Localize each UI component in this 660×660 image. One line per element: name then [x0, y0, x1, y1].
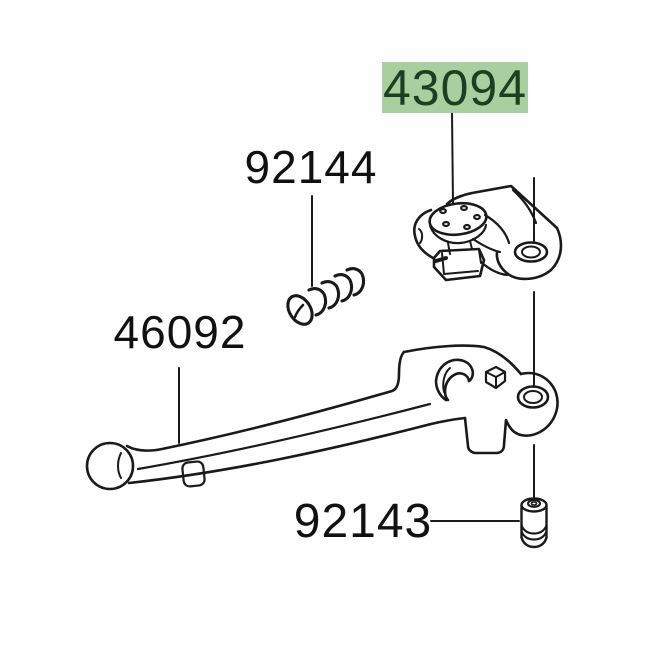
lever-pivot-top-edge	[402, 344, 523, 376]
collar-hole-inner	[530, 501, 538, 506]
lever-pivot-hole-inner	[523, 390, 543, 404]
spring-wire-end	[293, 303, 305, 319]
pivot-connector-line-1	[447, 242, 451, 255]
pivot-body-fold-line	[511, 188, 538, 225]
leader-line-43094	[451, 112, 454, 205]
pivot-notch-side-edge	[478, 249, 482, 264]
pivot-cast-wrinkle	[418, 228, 424, 244]
pivot-cast-outline	[413, 208, 435, 260]
pivot-connector-line-2	[469, 240, 473, 250]
pivot-arm-top	[483, 213, 511, 245]
lever-stop-cube	[484, 365, 507, 390]
collar-groove-lower	[520, 530, 548, 541]
pivot-arm-bottom	[471, 237, 502, 254]
pivot-notch-block	[432, 247, 486, 282]
lever-stop-cube-edges	[485, 371, 506, 389]
pivot-notch-inner-edges	[441, 252, 479, 275]
part-label-43094-highlighted[interactable]: 43094	[382, 59, 528, 116]
lever-blade-bottom-edge	[127, 416, 467, 485]
lever-cam-hook	[434, 358, 475, 402]
pivot-body-top-edge	[445, 184, 559, 230]
lever-blade-top-edge	[125, 350, 406, 452]
lever-blade-slot	[181, 460, 206, 488]
lever-blade-ridge	[136, 402, 432, 471]
collar-hole	[527, 499, 541, 508]
lever-pivot-boss	[514, 371, 559, 437]
lever-pivot-hole-outer	[516, 385, 550, 409]
part-drawing-collar	[520, 497, 548, 549]
part-label-46092[interactable]: 46092	[113, 306, 247, 358]
lever-cam-hook-inner	[442, 367, 451, 393]
spring-coil-1	[307, 287, 328, 317]
bracket-hole-inner	[521, 245, 541, 259]
lever-lower-tab	[463, 416, 518, 455]
leader-lines	[178, 112, 535, 522]
part-drawing-lever	[85, 344, 559, 491]
spring-end-coil	[286, 294, 314, 326]
collar-bottom-face	[520, 536, 548, 549]
part-label-92143[interactable]: 92143	[293, 495, 433, 548]
adjuster-disc-holes	[439, 204, 481, 231]
spring-coil-3	[333, 273, 354, 303]
spring-coil-4	[345, 267, 366, 297]
lever-ball-end	[85, 441, 135, 491]
adjuster-disc-thickness	[428, 223, 488, 245]
part-label-92144[interactable]: 92144	[244, 141, 378, 193]
pivot-bracket-outline	[495, 226, 563, 281]
pivot-notch-mouth	[434, 256, 448, 263]
lever-ball-crease	[117, 452, 122, 479]
collar-groove-upper	[520, 524, 548, 535]
spring-coil-2	[320, 280, 341, 310]
part-drawing-pivot-assembly	[413, 184, 563, 282]
bracket-hole-outer	[513, 241, 549, 263]
part-drawing-spring	[286, 267, 366, 326]
